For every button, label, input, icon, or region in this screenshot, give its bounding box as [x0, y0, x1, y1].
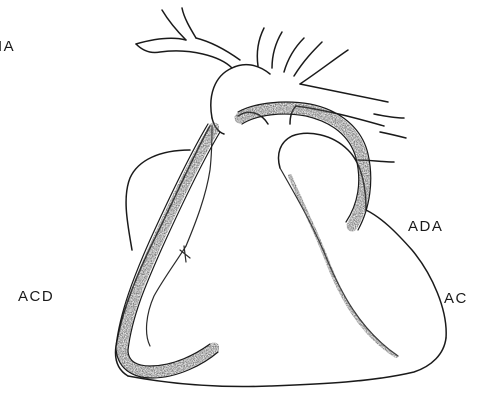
brachiocephalic-left-edge: [136, 44, 232, 68]
branch-upper-left-2: [182, 8, 196, 38]
label-right-edge-partial: AC: [444, 290, 468, 307]
circumflex-artery: [290, 176, 396, 356]
branch-upper-left: [162, 10, 186, 40]
right-coronary-artery: [122, 128, 214, 372]
left-carotid-b: [272, 32, 282, 68]
pulmonary-branch-2: [380, 132, 406, 138]
label-top-left-partial: IA: [0, 38, 15, 55]
aorta-descending-upper: [300, 84, 388, 102]
great-vessels: [136, 8, 406, 162]
heart-outline: [116, 112, 447, 386]
right-coronary-artery-edge-inner: [128, 132, 220, 366]
vessel-stub-left: [136, 38, 186, 44]
left-carotid-a: [257, 28, 264, 66]
label-right-coronary-artery: ACD: [18, 288, 54, 305]
subclavian-right: [300, 50, 348, 84]
label-anterior-descending-artery: ADA: [408, 218, 443, 235]
coronary-arteries: [116, 102, 396, 378]
pulmonary-branch-1: [374, 114, 404, 118]
brachiocephalic-top: [196, 38, 240, 60]
